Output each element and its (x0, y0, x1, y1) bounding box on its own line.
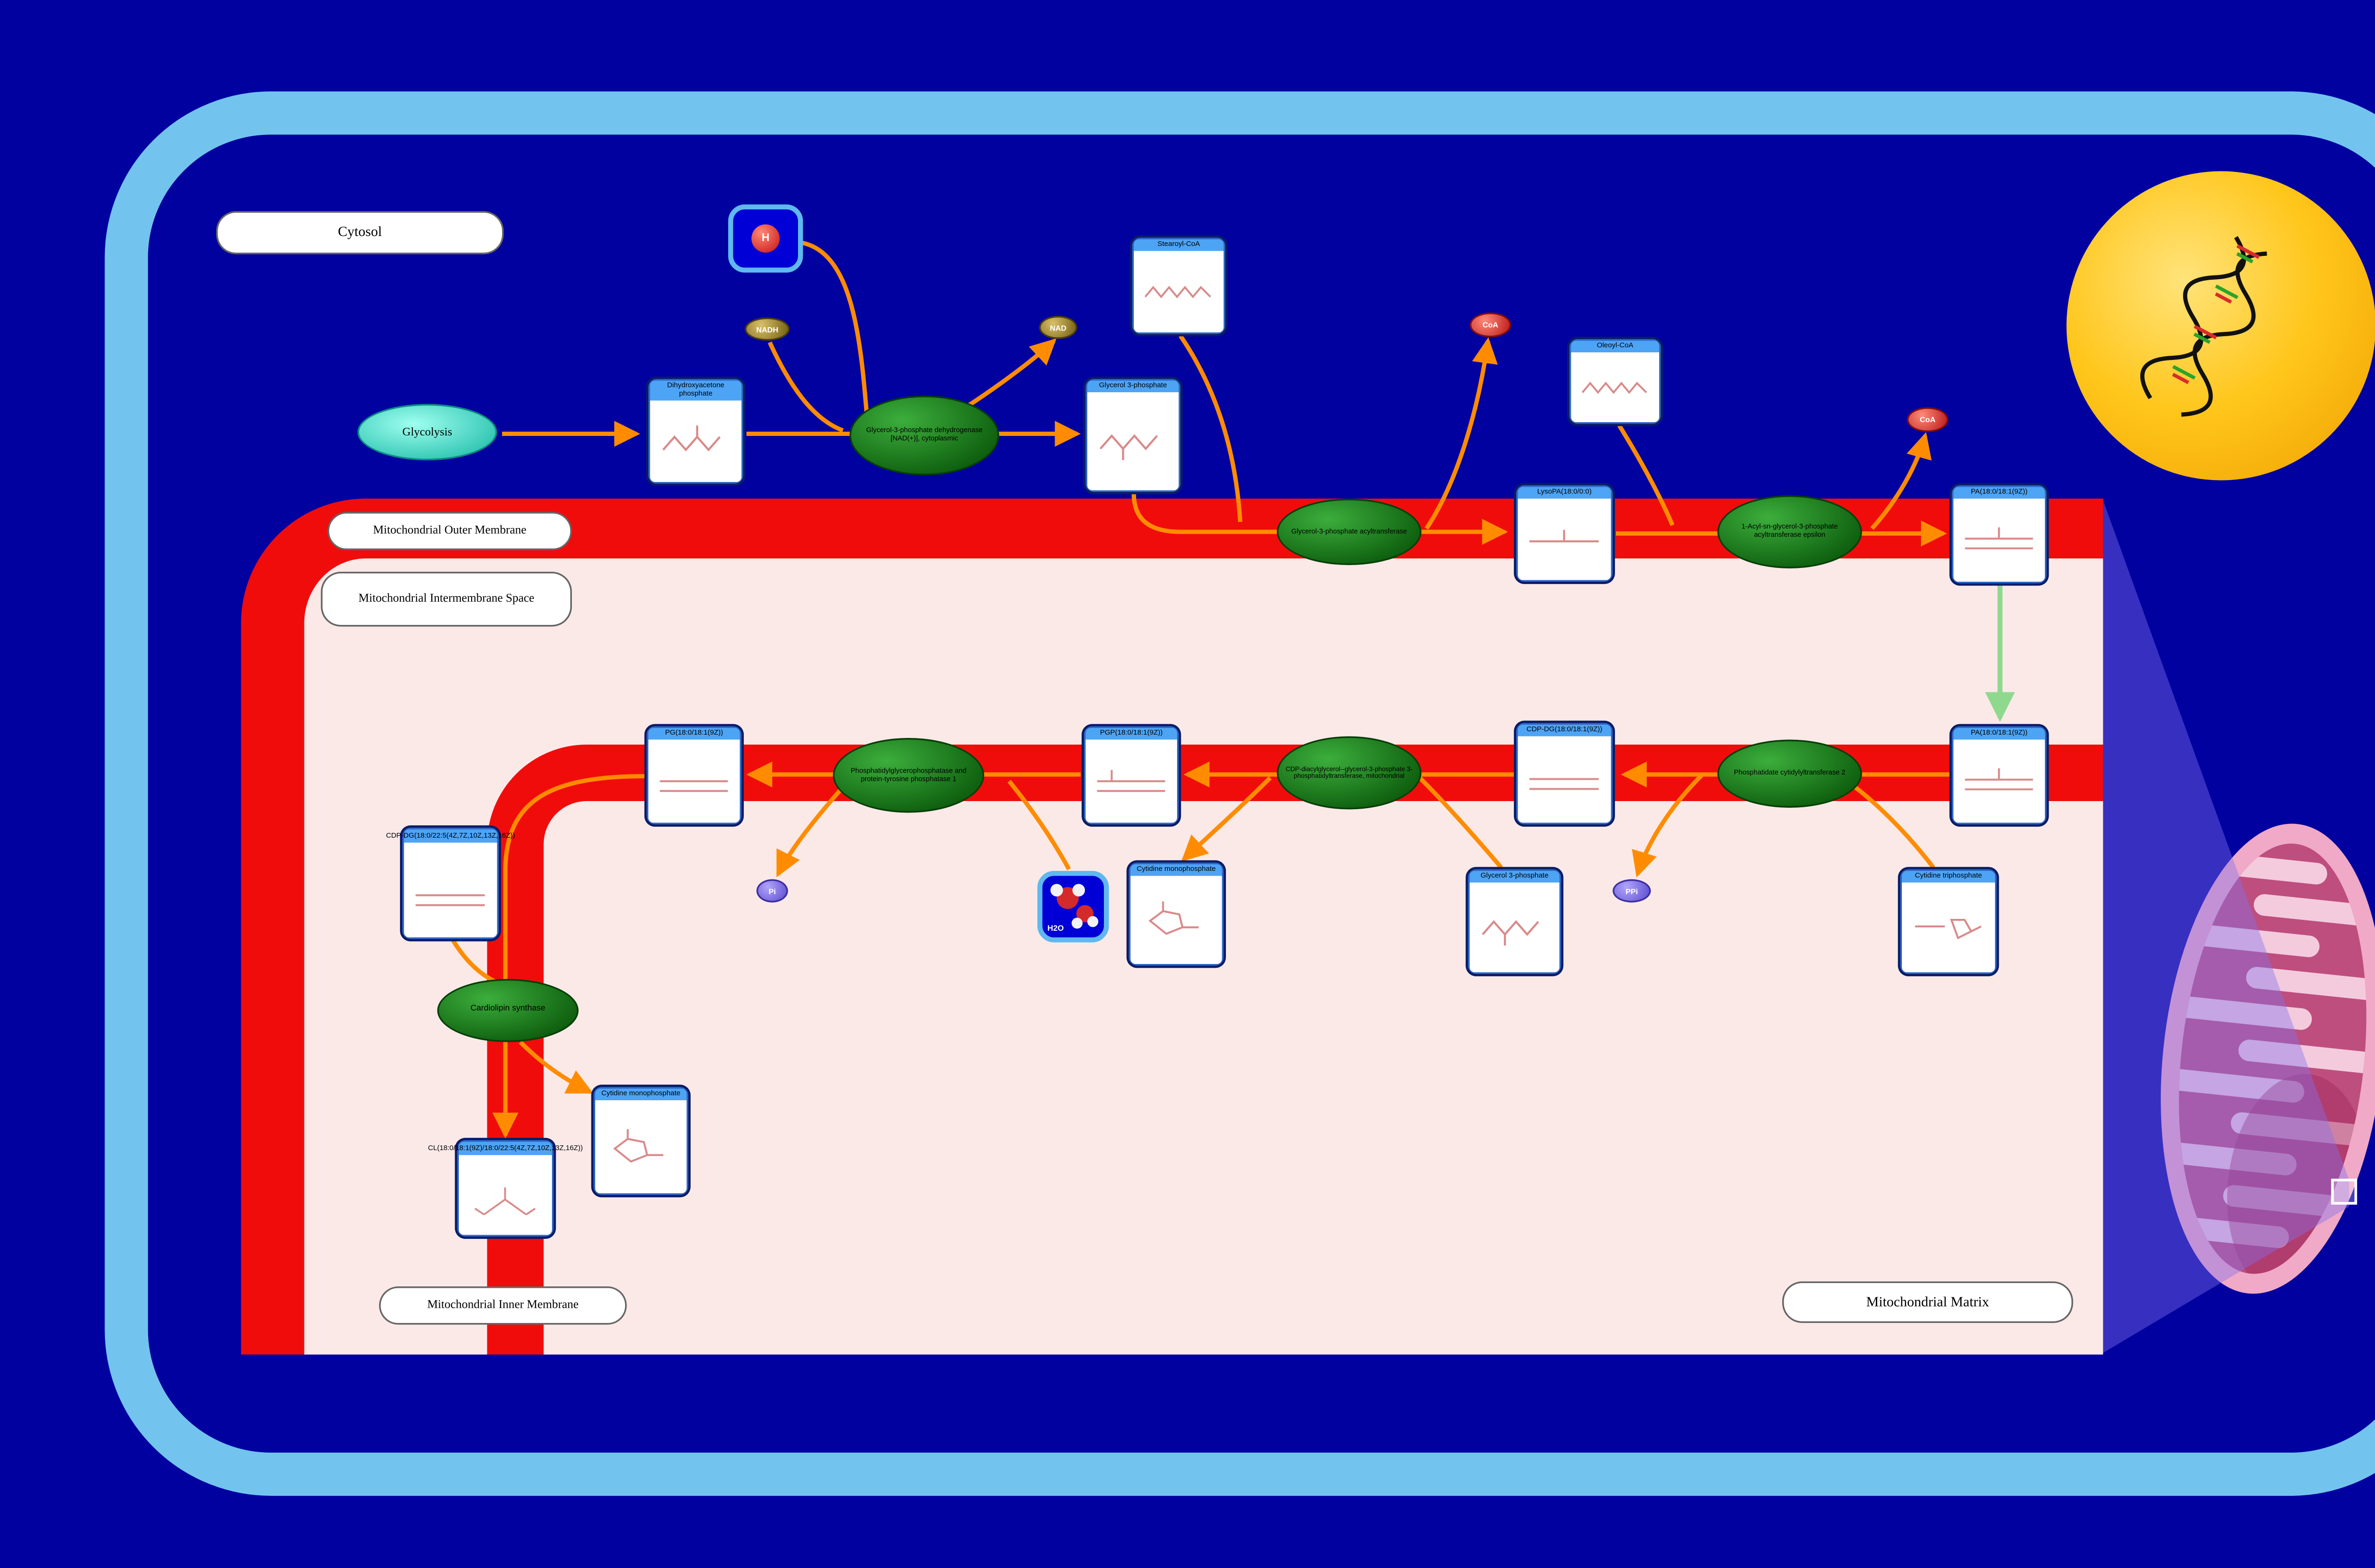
metabolite-stearoyl-coa[interactable]: Stearoyl-CoA (1132, 237, 1226, 334)
hydrogen-ball: H (751, 224, 780, 253)
metabolite-label: Stearoyl-CoA (1134, 239, 1224, 251)
label-inner-membrane: Mitochondrial Inner Membrane (379, 1286, 627, 1325)
metabolite-pgp[interactable]: PGP(18:0/18:1(9Z)) (1084, 726, 1179, 824)
label-intermembrane-space: Mitochondrial Intermembrane Space (321, 572, 572, 627)
arrow-water-input (1007, 780, 1071, 870)
chemical-structure (650, 400, 741, 482)
metabolite-label: PG(18:0/18:1(9Z)) (648, 728, 740, 739)
metabolite-g3p-cytosol[interactable]: Glycerol 3-phosphate (1085, 379, 1180, 492)
metabolite-pa-matrix[interactable]: PA(18:0/18:1(9Z)) (1952, 726, 2047, 824)
metabolite-label: PA(18:0/18:1(9Z)) (1953, 487, 2045, 499)
chemical-structure (1953, 739, 2045, 823)
chemical-structure (1134, 250, 1224, 332)
chemical-structure (1085, 739, 1177, 823)
enzyme-cds2[interactable]: Phosphatidate cytidylyltransferase 2 (1717, 739, 1862, 808)
metabolite-g3p-matrix[interactable]: Glycerol 3-phosphate (1468, 869, 1561, 974)
enzyme-gpd1[interactable]: Glycerol-3-phosphate dehydrogenase [NAD(… (849, 396, 999, 475)
arrow-cmp-output-2 (519, 1040, 594, 1094)
chemical-structure (1470, 882, 1559, 973)
metabolite-label: PA(18:0/18:1(9Z)) (1953, 728, 2045, 739)
enzyme-pgs1[interactable]: CDP-diacylglycerol--glycerol-3-phosphate… (1277, 736, 1422, 810)
metabolite-label: CDP-DG(18:0/18:1(9Z)) (1518, 725, 1611, 736)
chemical-structure (595, 1100, 687, 1193)
metabolite-cmp-matrix[interactable]: Cytidine monophosphate (1129, 862, 1224, 966)
metabolite-header-strip (459, 1142, 552, 1155)
metabolite-cdp-dg-2[interactable]: CDP-DG(18:0/22:5(4Z,7Z,10Z,13Z,16Z)) (386, 828, 515, 939)
small-molecule-nad[interactable]: NAD (1039, 316, 1077, 339)
enzyme-crls1[interactable]: Cardiolipin synthase (437, 979, 579, 1042)
label-outer-membrane: Mitochondrial Outer Membrane (327, 512, 572, 550)
arrow-cdpdg2-input (450, 938, 502, 986)
arrow-pi-output (776, 776, 853, 878)
arrow-oleoylcoa-input (1617, 424, 1675, 526)
chemical-structure (459, 1168, 552, 1235)
metabolite-pa-outer[interactable]: PA(18:0/18:1(9Z)) (1952, 485, 2047, 584)
nucleus (2066, 171, 2375, 481)
metabolite-label: Oleoyl-CoA (1571, 340, 1659, 352)
metabolite-label: Cytidine triphosphate (1902, 871, 1995, 882)
chemical-structure (1518, 498, 1611, 580)
arrow-g3p-matrix-input (1418, 776, 1503, 869)
metabolite-header-strip (404, 829, 497, 843)
small-molecule-pi[interactable]: Pi (756, 879, 788, 903)
water-icon[interactable]: H2O (1037, 871, 1109, 943)
metabolite-label: Cytidine monophosphate (595, 1088, 687, 1100)
small-molecule-coa-right[interactable]: CoA (1907, 407, 1948, 432)
metabolite-dhap[interactable]: Dihydroxyacetone phosphate (648, 379, 743, 484)
chemical-structure (404, 856, 497, 937)
metabolite-label: Glycerol 3-phosphate (1087, 380, 1179, 392)
metabolite-label: CDP-DG(18:0/22:5(4Z,7Z,10Z,13Z,16Z)) (386, 831, 515, 840)
small-molecule-ppi[interactable]: PPi (1613, 879, 1651, 903)
metabolite-label: Dihydroxyacetone phosphate (650, 380, 741, 400)
arrow-coa-output-2 (1870, 432, 1932, 530)
arrow-coa-output-1 (1425, 337, 1498, 530)
chemical-structure (1571, 352, 1659, 422)
chemical-structure (648, 739, 740, 823)
metabolite-label: PGP(18:0/18:1(9Z)) (1085, 728, 1177, 739)
dna-icon (2140, 236, 2267, 417)
metabolite-label: CL(18:0/18:1(9Z)/18:0/22:5(4Z,7Z,10Z,13Z… (428, 1143, 583, 1152)
enzyme-ptpmt1[interactable]: Phosphatidylglycerophosphatase and prote… (833, 738, 984, 813)
metabolite-pg[interactable]: PG(18:0/18:1(9Z)) (646, 726, 741, 824)
mitochondrion-illustration (2159, 823, 2375, 1294)
zoom-beam-polygon (2103, 500, 2349, 1353)
enzyme-agpat[interactable]: 1-Acyl-sn-glycerol-3-phosphate acyltrans… (1717, 495, 1862, 568)
enzyme-gpat[interactable]: Glycerol-3-phosphate acyltransferase (1277, 499, 1422, 565)
metabolite-oleoyl-coa[interactable]: Oleoyl-CoA (1569, 339, 1661, 424)
chemical-structure (1130, 875, 1222, 964)
metabolite-label: Cytidine monophosphate (1130, 864, 1222, 876)
metabolite-label: LysoPA(18:0/0:0) (1518, 487, 1611, 499)
metabolite-cdp-dg[interactable]: CDP-DG(18:0/18:1(9Z)) (1516, 723, 1613, 824)
label-matrix: Mitochondrial Matrix (1782, 1281, 2073, 1323)
chemical-structure (1902, 882, 1995, 973)
water-molecules (1049, 883, 1098, 928)
chemical-structure (1953, 498, 2045, 582)
hydrogen-ion-icon[interactable]: H (728, 204, 803, 273)
small-molecule-coa-top[interactable]: CoA (1470, 312, 1511, 338)
arrow-g3p-to-lysopa (1131, 493, 1508, 545)
pathway-glycolysis[interactable]: Glycolysis (357, 404, 497, 461)
chemical-structure (1087, 392, 1179, 491)
metabolite-cl[interactable]: CL(18:0/18:1(9Z)/18:0/22:5(4Z,7Z,10Z,13Z… (428, 1140, 583, 1237)
arrow-hplus-input (801, 240, 870, 427)
arrow-ppi-output (1632, 773, 1704, 878)
arrow-stearoylcoa-input (1178, 334, 1243, 522)
arrow-ctp-input (1841, 776, 1936, 869)
arrow-cmp-output-1 (1181, 776, 1272, 862)
label-cytosol: Cytosol (216, 211, 504, 255)
water-label: H2O (1047, 926, 1064, 935)
zoom-target-square (2331, 1179, 2357, 1205)
metabolite-cmp-inner[interactable]: Cytidine monophosphate (593, 1087, 688, 1195)
metabolite-ctp[interactable]: Cytidine triphosphate (1900, 869, 1997, 974)
arrow-nadh-input (768, 341, 844, 433)
small-molecule-nadh[interactable]: NADH (745, 317, 790, 341)
metabolite-lysopa[interactable]: LysoPA(18:0/0:0) (1516, 485, 1613, 582)
arrow-pg-to-cl (492, 774, 646, 1139)
chemical-structure (1518, 736, 1611, 823)
metabolite-label: Glycerol 3-phosphate (1470, 871, 1559, 882)
